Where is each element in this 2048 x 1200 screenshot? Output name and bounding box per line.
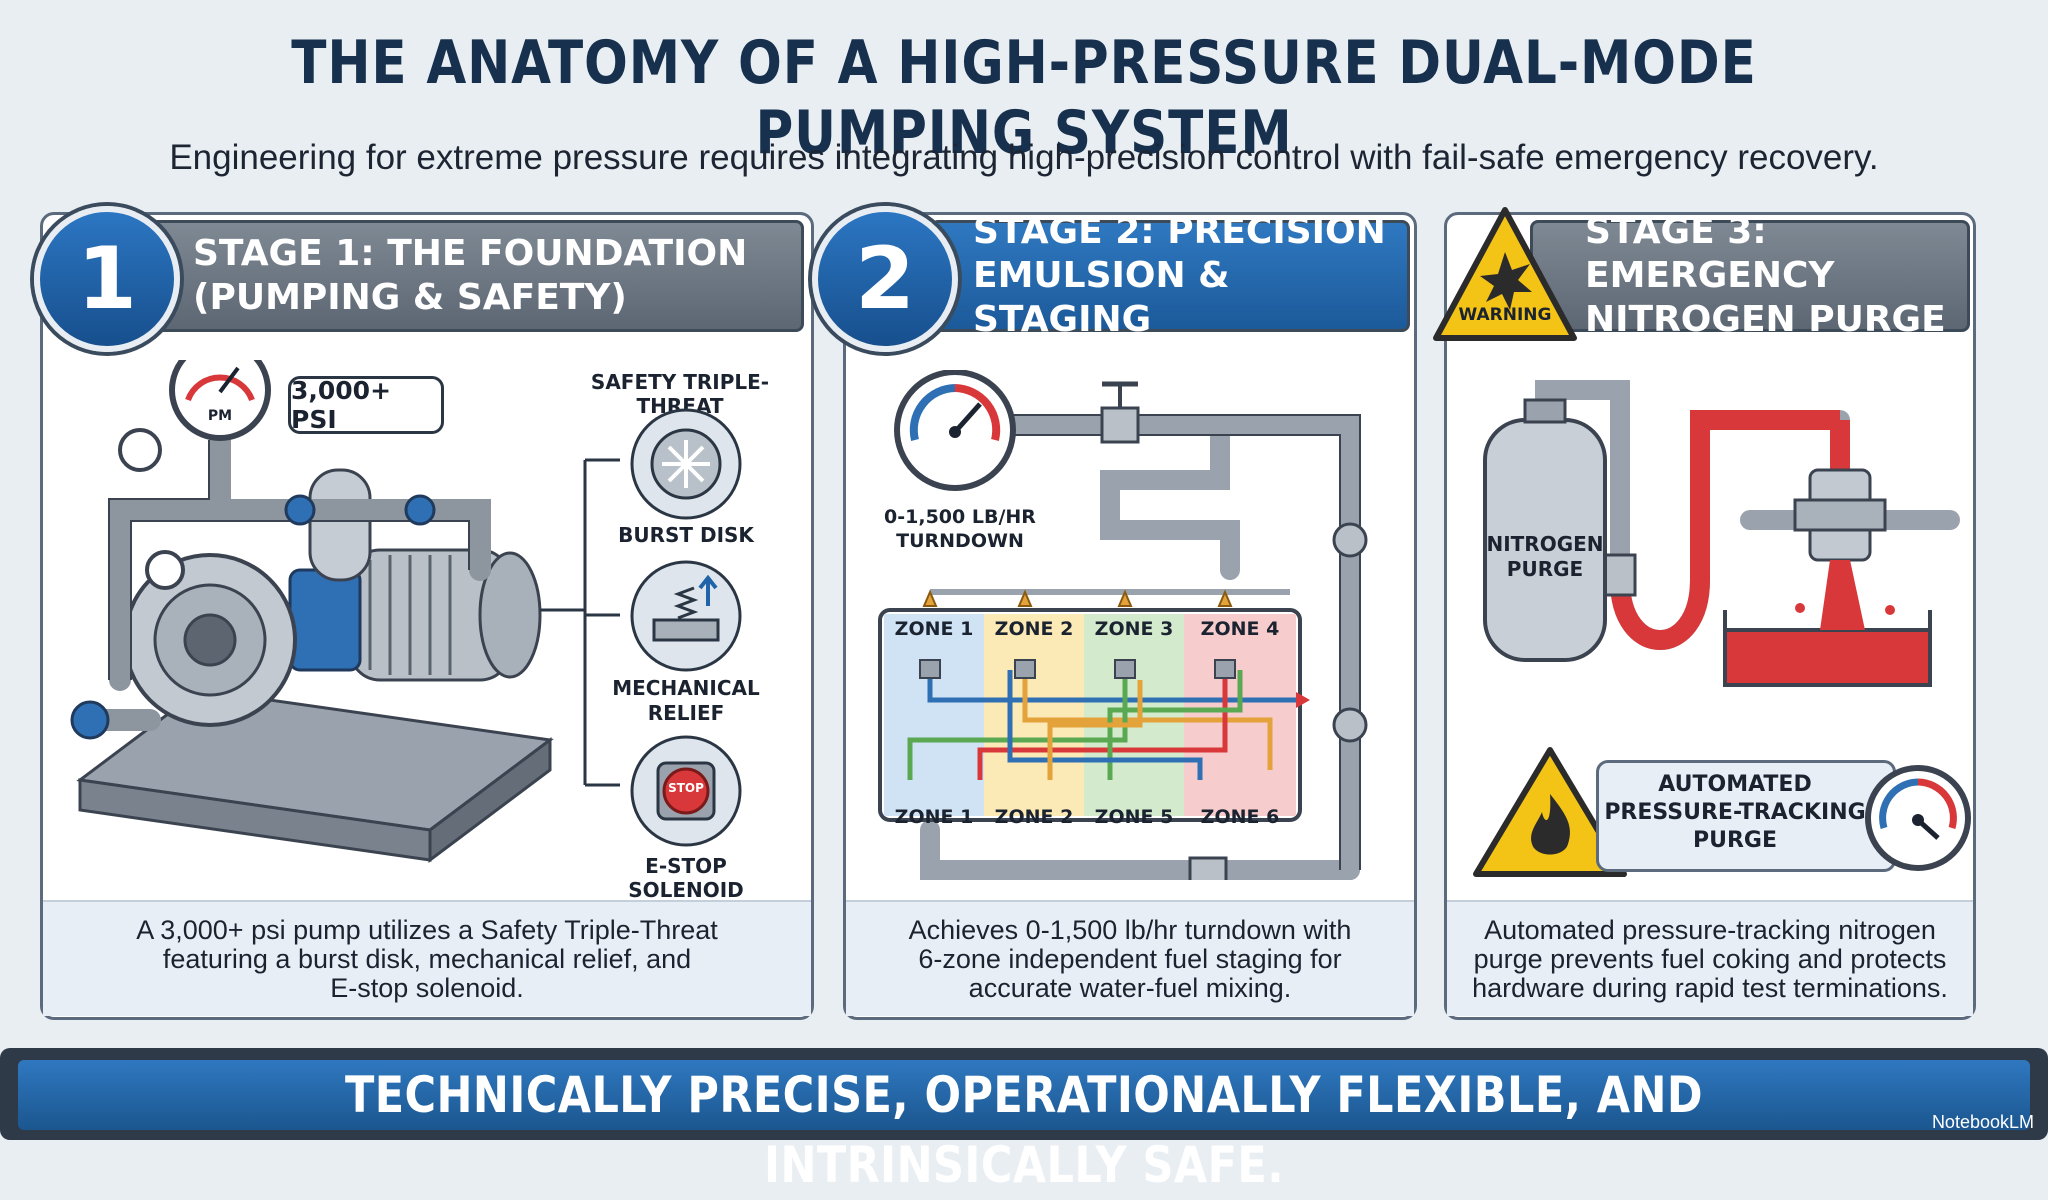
zone-label-bottom-5: ZONE 5 — [1094, 806, 1174, 828]
stage-2-caption-line1: Achieves 0-1,500 lb/hr turndown with — [908, 914, 1352, 945]
stage-3-heading-line1: STAGE 3: EMERGENCY — [1585, 211, 1835, 296]
footer-text: TECHNICALLY PRECISE, OPERATIONALLY FLEXI… — [344, 1066, 1704, 1194]
stage-3-caption-line3: hardware during rapid test terminations. — [1472, 972, 1948, 1003]
page-title: THE ANATOMY OF A HIGH-PRESSURE DUAL-MODE… — [291, 28, 1757, 168]
pump-illustration: PM — [70, 360, 554, 863]
safety-connector — [540, 458, 620, 787]
small-gauge-icon — [145, 550, 185, 590]
stage-1-caption-line1: A 3,000+ psi pump utilizes a Safety Trip… — [136, 914, 718, 945]
warning-explosion-icon — [1433, 207, 1577, 341]
stage-1-caption-line2: featuring a burst disk, mechanical relie… — [162, 943, 692, 974]
e-stop-icon — [630, 735, 742, 847]
zone-4-column — [1184, 614, 1296, 816]
brand-logo: NotebookLM — [1931, 1112, 2034, 1132]
purge-gauge-icon — [1865, 765, 1971, 871]
pressure-gauge-icon — [169, 360, 271, 441]
stage-3-caption-line2: purge prevents fuel coking and protects — [1473, 943, 1947, 974]
stage-3-banner: STAGE 3: EMERGENCY NITROGEN PURGE — [1530, 211, 1970, 340]
nozzle-icons — [919, 659, 1236, 679]
stage-2-banner: STAGE 2: PRECISION EMULSION & STAGING — [930, 211, 1410, 340]
stage-1-number-badge: 1 — [34, 206, 180, 352]
pump-coupling — [288, 568, 362, 672]
turndown-label-line2: TURNDOWN — [896, 530, 1024, 552]
stage-1-banner: STAGE 1: THE FOUNDATION (PUMPING & SAFET… — [130, 220, 804, 332]
zone-label-bottom-6: ZONE 6 — [1200, 806, 1280, 828]
mechanical-relief-label-line1: MECHANICAL — [612, 676, 760, 700]
stage-1-caption: A 3,000+ psi pump utilizes a Safety Trip… — [43, 900, 811, 1016]
zone-1-column — [884, 614, 984, 816]
nitrogen-purge-diagram — [1483, 380, 1960, 687]
stage-1-caption-line3: E-stop solenoid. — [330, 972, 524, 1003]
stage-1-heading-line2: (PUMPING & SAFETY) — [193, 277, 627, 318]
small-gauge-icon — [118, 428, 162, 472]
nitrogen-tank-label-line2: PURGE — [1506, 557, 1584, 581]
stage-2-caption-line2: 6-zone independent fuel staging for — [918, 943, 1342, 974]
stage-1-heading-line1: STAGE 1: THE FOUNDATION — [193, 233, 748, 274]
e-stop-label: E-STOP SOLENOID — [628, 854, 744, 902]
zone-label-top-3: ZONE 3 — [1094, 618, 1174, 640]
nitrogen-tank-label-line1: NITROGEN — [1486, 532, 1604, 556]
mechanical-relief-label-line2: RELIEF — [647, 701, 725, 725]
stage-2-caption: Achieves 0-1,500 lb/hr turndown with 6-z… — [846, 900, 1414, 1016]
zone-label-top-2: ZONE 2 — [994, 618, 1074, 640]
fire-warning-icon — [1473, 747, 1627, 877]
zone-label-top-4: ZONE 4 — [1200, 618, 1280, 640]
burst-disk-label: BURST DISK — [618, 523, 754, 547]
automated-purge-line1: AUTOMATED — [1658, 772, 1812, 797]
psi-callout: 3,000+ PSI — [288, 376, 444, 434]
staging-diagram — [878, 370, 1368, 880]
mechanical-relief-icon — [630, 560, 742, 672]
automated-purge-box — [1596, 760, 1896, 872]
zone-2-column — [984, 614, 1084, 816]
page-subtitle: Engineering for extreme pressure require… — [169, 138, 1879, 177]
stage-3-heading-line2: NITROGEN PURGE — [1585, 299, 1946, 340]
zone-label-top-1: ZONE 1 — [894, 618, 974, 640]
automated-purge-line3: PURGE — [1692, 828, 1777, 853]
stage-3-caption: Automated pressure-tracking nitrogen pur… — [1447, 900, 1973, 1016]
stage-3-caption-line1: Automated pressure-tracking nitrogen — [1484, 914, 1936, 945]
warning-text: WARNING — [1458, 305, 1552, 325]
gauge-text: PM — [208, 408, 232, 424]
stop-text: STOP — [668, 781, 704, 795]
zone-3-column — [1084, 614, 1184, 816]
zone-label-bottom-1: ZONE 1 — [894, 806, 974, 828]
stage-2-heading-line2: EMULSION & STAGING — [973, 255, 1230, 340]
turndown-label-line1: 0-1,500 LB/HR — [884, 506, 1036, 528]
automated-purge-line2: PRESSURE-TRACKING — [1604, 800, 1866, 825]
stage-2-heading-line1: STAGE 2: PRECISION — [973, 211, 1386, 252]
stage-2-caption-line3: accurate water-fuel mixing. — [968, 972, 1292, 1003]
zone-label-bottom-2: ZONE 2 — [994, 806, 1074, 828]
burst-disk-icon — [630, 408, 742, 520]
stage-2-number-badge: 2 — [812, 206, 958, 352]
footer-banner: TECHNICALLY PRECISE, OPERATIONALLY FLEXI… — [18, 1060, 2030, 1194]
